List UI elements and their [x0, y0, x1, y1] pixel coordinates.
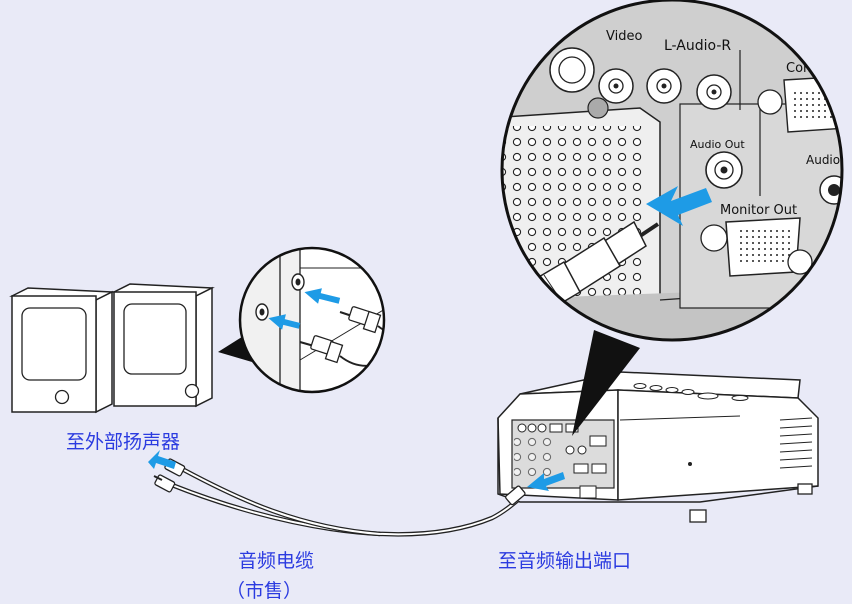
speakers-illustration [9, 283, 215, 414]
video-label: Video [606, 29, 642, 44]
left-speaker [9, 287, 115, 414]
arrow-icon [268, 314, 301, 330]
audio2-jack [819, 175, 842, 205]
arrow-icon [304, 288, 341, 304]
callout-pointer [572, 330, 640, 436]
right-speaker [111, 283, 215, 408]
arrow-icon [527, 472, 565, 491]
port-panel-closeup: Video L-Audio-R Com Audio Out Audio2 Mon… [500, 0, 848, 342]
audio-out-label: Audio Out [690, 138, 745, 151]
to-speakers-label: 至外部扬声器 [66, 431, 181, 453]
audio-cable [153, 458, 526, 537]
audio-out-jack [705, 151, 743, 189]
upper-plug [339, 306, 384, 334]
video-jack [598, 68, 634, 104]
audio2-label: Audio2 [806, 153, 848, 167]
audio-r-jack [696, 74, 732, 110]
commercially-available-label: （市售） [226, 580, 303, 602]
monitor-out-port [700, 217, 813, 277]
to-audio-out-label: 至音频输出端口 [498, 550, 632, 572]
monitor-out-label: Monitor Out [720, 203, 797, 218]
audio-l-jack [646, 68, 682, 104]
arrow-icon [148, 450, 176, 469]
speaker-jack-closeup [238, 246, 386, 394]
arrow-icon [646, 186, 712, 226]
projector-illustration [497, 371, 819, 523]
audio-cable-label: 音频电缆 [238, 550, 315, 572]
audio-lr-label: L-Audio-R [664, 38, 731, 54]
